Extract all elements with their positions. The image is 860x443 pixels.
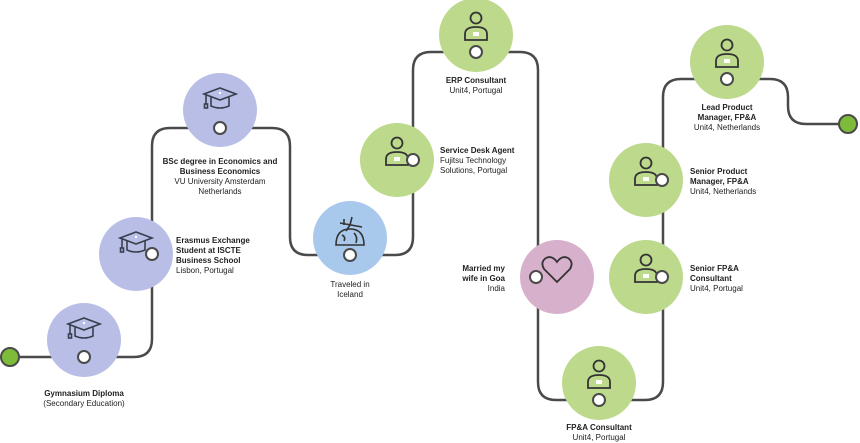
milestone-label: Traveled in Iceland xyxy=(320,280,380,300)
milestone-subtitle: India xyxy=(487,284,505,293)
milestone-dot[interactable] xyxy=(77,350,91,364)
milestone-title: ERP Consultant xyxy=(445,76,507,85)
milestone-circle xyxy=(562,346,636,420)
milestone-dot[interactable] xyxy=(655,173,669,187)
milestone-title: Service Desk Agent xyxy=(440,146,515,155)
milestone-circle xyxy=(183,73,257,147)
milestone-subtitle: Lisbon, Portugal xyxy=(176,266,234,275)
milestone-label: Erasmus Exchange Student at ISCTE Busine… xyxy=(176,236,256,276)
milestone-title: Erasmus Exchange Student at ISCTE Busine… xyxy=(176,236,250,265)
milestone-title: Gymnasium Diploma xyxy=(44,389,124,398)
milestone-circle xyxy=(313,201,387,275)
milestone-subtitle: Fujitsu Technology Solutions, Portugal xyxy=(440,156,508,175)
milestone-title: Married my wife in Goa xyxy=(462,264,505,283)
milestone-title: Lead Product Manager, FP&A xyxy=(697,103,757,122)
milestone-subtitle: Unit4, Portugal xyxy=(449,86,503,95)
milestone-circle xyxy=(439,0,513,72)
milestone-circle xyxy=(47,303,121,377)
milestone-subtitle: Unit4, Netherlands xyxy=(690,187,757,196)
milestone-subtitle: VU University Amsterdam Netherlands xyxy=(174,177,266,196)
milestone-label: BSc degree in Economics and Business Eco… xyxy=(163,157,278,197)
milestone-title: Senior Product Manager, FP&A xyxy=(690,167,749,186)
milestone-subtitle: Traveled in Iceland xyxy=(330,280,370,299)
milestone-dot[interactable] xyxy=(529,270,543,284)
milestone-dot[interactable] xyxy=(145,247,159,261)
milestone-dot[interactable] xyxy=(213,121,227,135)
milestone-circle xyxy=(609,143,683,217)
milestone-subtitle: Unit4, Portugal xyxy=(572,433,626,442)
milestone-title: Senior FP&A Consultant xyxy=(690,264,739,283)
milestone-title: FP&A Consultant xyxy=(566,423,632,432)
milestone-dot[interactable] xyxy=(343,248,357,262)
milestone-dot[interactable] xyxy=(655,270,669,284)
milestone-title: BSc degree in Economics and Business Eco… xyxy=(162,157,278,176)
milestone-subtitle: (Secondary Education) xyxy=(43,399,125,408)
milestone-label: Gymnasium Diploma(Secondary Education) xyxy=(43,389,124,409)
timeline-end-dot xyxy=(838,114,858,134)
milestone-circle xyxy=(99,217,173,291)
timeline-start-dot xyxy=(0,347,20,367)
milestone-circle xyxy=(690,25,764,99)
milestone-dot[interactable] xyxy=(592,393,606,407)
milestone-circle xyxy=(609,240,683,314)
milestone-circle xyxy=(360,123,434,197)
milestone-dot[interactable] xyxy=(406,153,420,167)
milestone-subtitle: Unit4, Netherlands xyxy=(693,123,761,132)
milestone-subtitle: Unit4, Portugal xyxy=(690,284,743,293)
milestone-dot[interactable] xyxy=(469,45,483,59)
milestone-dot[interactable] xyxy=(720,72,734,86)
